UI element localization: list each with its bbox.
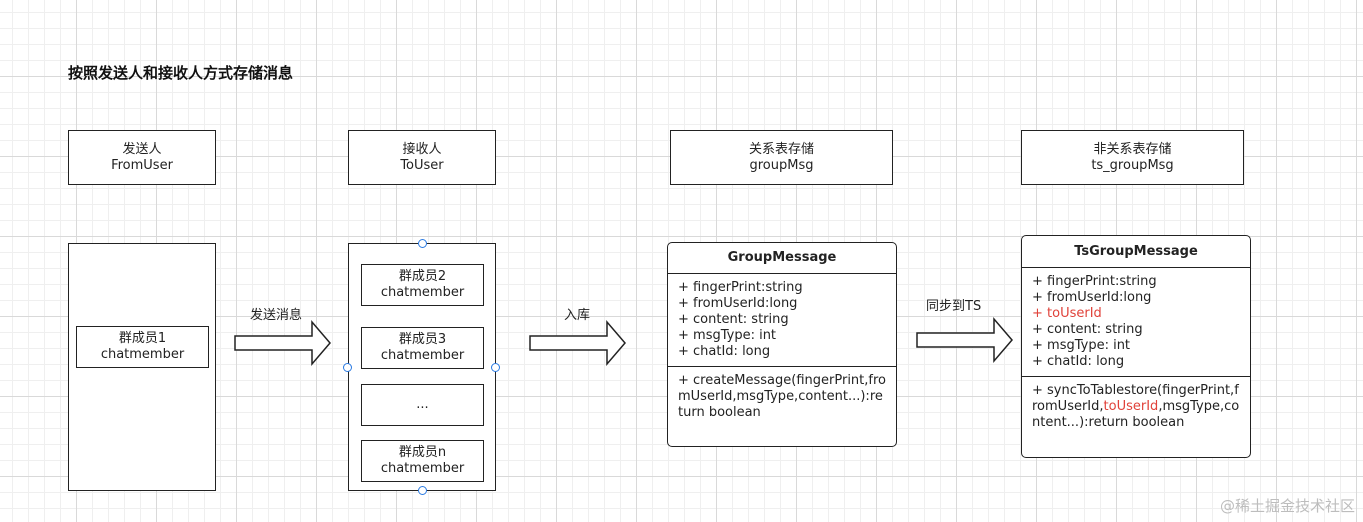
member-label: 群成员n (398, 445, 447, 460)
store-arrow-label: 入库 (564, 308, 591, 323)
attribute: + msgType: int (1032, 338, 1131, 353)
class-attributes: + fingerPrint:string + fromUserId:long +… (668, 274, 896, 367)
attribute: + fingerPrint:string (678, 280, 803, 295)
member-type: chatmember (380, 348, 465, 363)
watermark: @稀土掘金技术社区 (1219, 497, 1355, 515)
operation-highlight: toUserId (1103, 399, 1159, 414)
attribute: + content: string (1032, 322, 1143, 337)
operation-prefix: + syncToTablestore(fingerPrint,fromUserI… (1032, 383, 1239, 414)
sync-arrow-label: 同步到TS (926, 299, 982, 314)
header-from-user: 发送人 FromUser (68, 130, 216, 185)
header-sublabel: groupMsg (749, 157, 814, 173)
class-attributes: + fingerPrint:string + fromUserId:long +… (1022, 268, 1250, 377)
receiver-member: 群成员n chatmember (361, 440, 484, 482)
attribute: + msgType: int (678, 328, 777, 343)
attribute: + chatId: long (678, 344, 771, 359)
header-relational-storage: 关系表存储 groupMsg (670, 130, 893, 185)
resize-handle-bottom[interactable] (418, 486, 427, 495)
receiver-member-ellipsis: ... (361, 384, 484, 426)
group-message-class[interactable]: GroupMessage + fingerPrint:string + from… (667, 242, 897, 447)
receiver-member: 群成员3 chatmember (361, 327, 484, 369)
member-label: 群成员3 (398, 332, 447, 347)
header-label: 发送人 (122, 141, 162, 157)
store-arrow (529, 319, 626, 367)
member-type: chatmember (380, 461, 465, 476)
attribute: + fingerPrint:string (1032, 274, 1157, 289)
diagram-title: 按照发送人和接收人方式存储消息 (68, 64, 294, 82)
attribute: + fromUserId:long (1032, 290, 1152, 305)
member-label: ... (416, 397, 429, 412)
member-type: chatmember (380, 285, 465, 300)
member-label: 群成员1 (118, 331, 167, 346)
attribute: + fromUserId:long (678, 296, 798, 311)
class-operation: + syncToTablestore(fingerPrint,fromUserI… (1022, 377, 1250, 437)
attribute: + content: string (678, 312, 789, 327)
attribute: + chatId: long (1032, 354, 1125, 369)
resize-handle-left[interactable] (343, 363, 352, 372)
class-name: TsGroupMessage (1022, 236, 1250, 268)
header-sublabel: ts_groupMsg (1091, 157, 1174, 173)
member-type: chatmember (100, 347, 185, 362)
header-sublabel: FromUser (111, 157, 173, 173)
header-label: 接收人 (402, 141, 442, 157)
resize-handle-right[interactable] (491, 363, 500, 372)
ts-group-message-class[interactable]: TsGroupMessage + fingerPrint:string + fr… (1021, 235, 1251, 458)
header-nonrelational-storage: 非关系表存储 ts_groupMsg (1021, 130, 1244, 185)
header-label: 关系表存储 (748, 141, 814, 157)
attribute-highlighted: + toUserId (1032, 306, 1102, 321)
member-label: 群成员2 (398, 269, 447, 284)
receiver-member: 群成员2 chatmember (361, 264, 484, 306)
resize-handle-top[interactable] (418, 239, 427, 248)
header-sublabel: ToUser (400, 157, 444, 173)
class-name: GroupMessage (668, 243, 896, 274)
sync-arrow (916, 316, 1013, 364)
send-arrow (234, 319, 331, 367)
send-arrow-label: 发送消息 (250, 308, 303, 323)
sender-member: 群成员1 chatmember (76, 326, 209, 368)
header-to-user: 接收人 ToUser (348, 130, 496, 185)
operation-suffix: ,msgType,content...):return boolean (1032, 399, 1240, 430)
header-label: 非关系表存储 (1093, 141, 1172, 157)
class-operation: + createMessage(fingerPrint,fromUserId,m… (678, 373, 886, 420)
